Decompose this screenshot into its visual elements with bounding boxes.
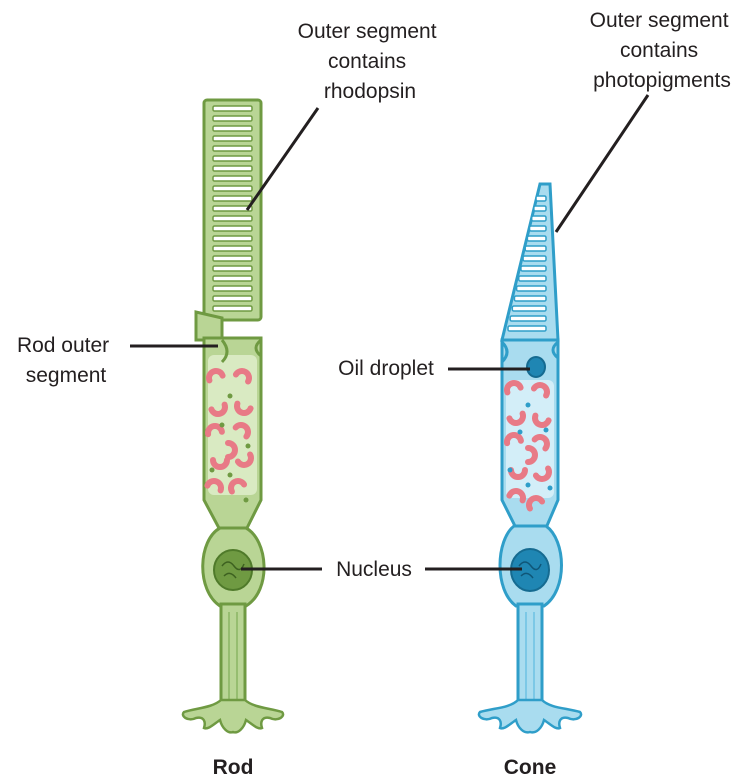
rod-disc [213, 256, 252, 261]
rod-disc [213, 186, 252, 191]
rod-disc [213, 176, 252, 181]
caption-cone: Cone [504, 756, 557, 779]
rod-disc [213, 146, 252, 151]
label-rod-outer-top-line-1: Outer segment [298, 20, 437, 43]
label-rod-outer-top-line-3: rhodopsin [324, 80, 416, 103]
label-cone-outer-top-line-1: Outer segment [590, 9, 729, 32]
label-rod-outer-segment: Rod outer segment [17, 334, 115, 387]
rod-disc [213, 276, 252, 281]
rod-disc [213, 286, 252, 291]
rod-disc [213, 216, 252, 221]
cone-granule [544, 428, 549, 433]
cone-disc [521, 266, 546, 271]
rod-disc [213, 266, 252, 271]
cone-disc [519, 276, 546, 281]
rod-granule [220, 423, 225, 428]
cone-disc [532, 216, 546, 221]
rod-disc [213, 246, 252, 251]
rod-outer-segment-tab [196, 312, 222, 340]
rod-cell [183, 100, 283, 732]
cone-granule [526, 403, 531, 408]
cone-disc [534, 206, 546, 211]
cone-disc [530, 226, 546, 231]
cone-granule [508, 468, 513, 473]
rod-disc [213, 296, 252, 301]
cone-disc [525, 246, 546, 251]
cone-granule [526, 483, 531, 488]
rod-disc [213, 116, 252, 121]
rod-disc [213, 156, 252, 161]
cone-disc [512, 306, 546, 311]
rod-disc [213, 126, 252, 131]
rod-granule [210, 468, 215, 473]
cone-granule [548, 486, 553, 491]
label-rod-outer-top: Outer segment contains rhodopsin [298, 20, 443, 103]
rod-disc [213, 196, 252, 201]
rod-disc-stack [213, 106, 252, 311]
cone-granule [518, 430, 523, 435]
cone-cell [479, 184, 581, 732]
rod-disc [213, 306, 252, 311]
rod-granule [244, 498, 249, 503]
label-rod-outer-segment-line-1: Rod outer [17, 334, 109, 357]
rod-disc [213, 136, 252, 141]
label-rod-outer-top-line-2: contains [328, 50, 406, 73]
rod-granule [246, 444, 251, 449]
rod-disc [213, 236, 252, 241]
cone-disc [517, 286, 546, 291]
caption-rod: Rod [213, 756, 254, 779]
rod-disc [213, 166, 252, 171]
rod-disc [213, 206, 252, 211]
cone-axon [518, 604, 542, 704]
cone-disc [527, 236, 546, 241]
cone-disc [523, 256, 546, 261]
label-nucleus: Nucleus [336, 558, 412, 581]
rod-granule [228, 394, 233, 399]
rod-disc [213, 226, 252, 231]
label-oil-droplet: Oil droplet [338, 357, 434, 380]
rod-axon [221, 604, 245, 704]
cone-oil-droplet [527, 357, 545, 377]
label-cone-outer-top-line-3: photopigments [593, 69, 731, 92]
leader-cone-outer-top [556, 95, 648, 232]
rod-disc [213, 106, 252, 111]
cone-synaptic-terminal [479, 700, 581, 732]
label-rod-outer-segment-line-2: segment [26, 364, 107, 387]
cone-disc [514, 296, 546, 301]
label-cone-outer-top: Outer segment contains photopigments [590, 9, 735, 92]
cone-disc [510, 316, 546, 321]
cone-disc [536, 196, 546, 201]
cone-disc [508, 326, 546, 331]
label-cone-outer-top-line-2: contains [620, 39, 698, 62]
rod-synaptic-terminal [183, 700, 283, 732]
rod-granule [228, 473, 233, 478]
